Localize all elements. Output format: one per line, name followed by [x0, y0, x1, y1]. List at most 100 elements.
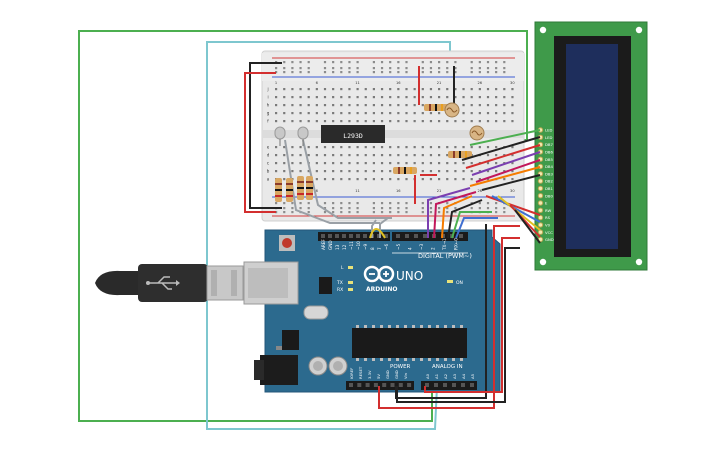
- wire-red-left: [244, 72, 276, 213]
- wire-yellow-d9: [369, 228, 386, 239]
- pin-label-digital: 8: [370, 247, 375, 250]
- bb-col-num: 21: [437, 81, 442, 85]
- lcd-pin-label: DB1: [545, 186, 554, 191]
- lcd-wires: [461, 129, 541, 244]
- header-top-left: [318, 232, 390, 241]
- pin-label-power: IOREF: [349, 368, 354, 379]
- arduino-logo: [363, 265, 395, 283]
- led-left: [274, 126, 286, 146]
- lcd-pin-label: DB2: [545, 179, 554, 184]
- photoresistor-1: [444, 102, 460, 118]
- bb-row-letter: d: [267, 153, 270, 158]
- lcd-pin-label: DB5: [545, 157, 554, 162]
- pin-label-digital: 13: [335, 244, 340, 250]
- pin-label-digital: TX→1: [442, 238, 447, 251]
- pin-label-power: GND: [394, 370, 399, 379]
- wire-green-d3: [451, 211, 492, 239]
- pin-label-analog: A0: [425, 373, 430, 379]
- resistor-5: [424, 104, 448, 111]
- breadboard-wires: [244, 62, 455, 224]
- lcd-pin-label: E: [545, 201, 548, 206]
- led-rx-label: RX: [337, 287, 343, 293]
- power-jack: [260, 355, 298, 385]
- pin-label-power: Vin: [403, 372, 408, 379]
- arduino-wires: [369, 187, 520, 409]
- pin-label-digital: ~11: [349, 241, 354, 250]
- pin-label-analog: A3: [452, 373, 457, 379]
- wire-red-a: [424, 237, 520, 393]
- lcd-module: LEDLEDDB7DB6DB5DB4DB3DB2DB1DB0ERWRSV0VCC…: [534, 21, 648, 271]
- resistor-7: [393, 167, 417, 174]
- bb-col-num: 11: [355, 189, 360, 193]
- digital-label: DIGITAL (PWM~): [418, 252, 472, 260]
- pin-label-analog: A1: [434, 373, 439, 379]
- pin-label-power: 3.3V: [367, 370, 372, 379]
- usb-icon: [146, 276, 180, 290]
- bb-col-num: 26: [477, 189, 482, 193]
- lcd-screen: [566, 44, 618, 249]
- resistor-1: [275, 178, 282, 202]
- pin-label-power: 5V: [376, 374, 381, 379]
- lcd-pin-label: DB3: [545, 171, 554, 176]
- led-on: [447, 280, 453, 283]
- power-label: POWER: [390, 364, 411, 370]
- pin-label-digital: 7: [377, 247, 382, 250]
- bb-row-letter: e: [267, 145, 270, 150]
- wire-black-left: [249, 62, 282, 209]
- wire-purple: [427, 187, 471, 238]
- pin-label-digital: 12: [342, 244, 347, 250]
- wire-magenta: [433, 191, 477, 239]
- pin-label-digital: ~9: [363, 243, 368, 250]
- lcd-pin-label: VCC: [545, 230, 553, 235]
- lcd-pin-label: V0: [545, 223, 551, 228]
- resistors: [275, 104, 472, 202]
- led-rx: [348, 288, 353, 291]
- led-tx: [348, 281, 353, 284]
- pin-label-analog: A5: [470, 373, 475, 379]
- resistor-6: [448, 151, 472, 158]
- pin-label-analog: A2: [443, 373, 448, 379]
- bb-row-letter: g: [267, 111, 270, 116]
- pin-label-power: GND: [385, 370, 390, 379]
- header-top-right: [392, 232, 468, 241]
- bb-row-letter: h: [267, 103, 270, 108]
- bb-col-num: 16: [396, 189, 401, 193]
- bb-row-letter: f: [267, 119, 269, 124]
- led-on-label: ON: [456, 280, 463, 286]
- bb-col-num: 11: [355, 81, 360, 85]
- usb-cable: [95, 264, 244, 302]
- pin-label-digital: 4: [408, 247, 413, 250]
- lcd-pin-label: DB6: [545, 150, 554, 155]
- bb-col-num: 21: [437, 189, 442, 193]
- lcd-pin-label: RS: [545, 215, 551, 220]
- wire-blue-d2: [455, 217, 498, 239]
- header-power: [346, 381, 414, 390]
- led-tx-label: TX: [336, 280, 343, 286]
- bb-row-letter: i: [267, 95, 268, 100]
- bb-col-num: 1: [275, 81, 277, 85]
- lcd-pin-label: DB7: [545, 142, 554, 147]
- pin-label-digital: 2: [431, 247, 436, 250]
- wire-gray-2: [302, 139, 392, 219]
- led-right: [297, 126, 309, 146]
- resistor-3: [297, 176, 304, 200]
- header-analog: [421, 381, 477, 390]
- bb-row-letter: a: [267, 177, 270, 182]
- bb-col-num: 6: [316, 189, 319, 193]
- pin-label-digital: GND: [328, 240, 333, 250]
- bb-col-num: 6: [316, 81, 319, 85]
- ic-chip: L293D: [321, 125, 385, 143]
- atmega-chip: [352, 328, 467, 358]
- wire-red-5v: [378, 225, 520, 409]
- resistor-2: [286, 178, 293, 202]
- lcd-pin-label: DB4: [545, 164, 554, 169]
- lcd-pin-label: GND: [545, 237, 554, 242]
- bb-col-num: 16: [396, 81, 401, 85]
- analog-label: ANALOG IN: [432, 364, 463, 370]
- pin-label-digital: ~3: [419, 243, 424, 250]
- pin-label-digital: RX←0: [454, 238, 459, 250]
- resistor-4: [306, 176, 313, 200]
- lcd-pin-label: LED: [545, 135, 553, 140]
